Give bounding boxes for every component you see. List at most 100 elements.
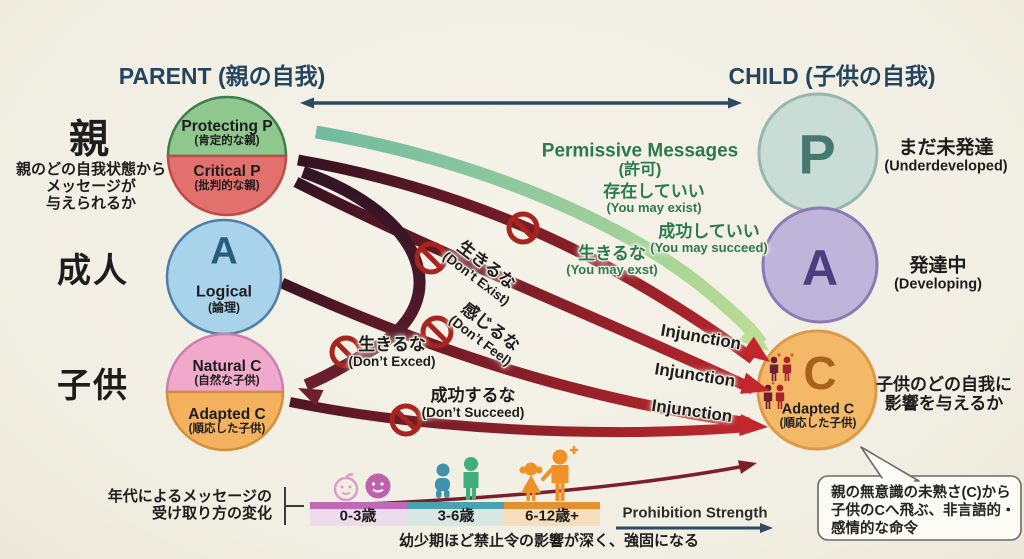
msg-exist-en: (You may exist) [606, 200, 702, 216]
speech-bubble-line2: 子供のCへ飛ぶ、非言語的・ [831, 503, 1016, 519]
protecting-p-sub: (肯定的な親) [194, 135, 260, 148]
injunction-ribbon-4 [289, 397, 749, 438]
inj-exced-jp: 生きるな [358, 334, 426, 354]
family-age-icons [519, 445, 579, 501]
child-p-letter: P [798, 122, 836, 186]
inj-succeed-en: (Don’t Succeed) [421, 404, 525, 420]
child-a-circle [761, 206, 879, 324]
adult-sub: (論理) [207, 300, 240, 315]
adult-kanji-label: 成人 [57, 251, 129, 290]
age-segment-label-0-3: 0-3歳 [339, 507, 377, 525]
timeline-bar [310, 502, 600, 526]
critical-p-title: Critical P [193, 162, 261, 180]
msg-exist-jp: 存在していい [603, 182, 705, 202]
msg-succeed-jp: 成功していい [658, 222, 760, 242]
natural-c-label: Natural C (自然な子供) [193, 358, 262, 388]
msg-exist-label: 存在していい (You may exist) [603, 182, 705, 216]
adult-title: Logical [195, 283, 253, 301]
adapted-c-right-sub: (順応した子供) [779, 417, 857, 430]
parent-c-circle [165, 332, 285, 452]
adapted-c-left-sub: (順応した子供) [188, 423, 266, 436]
speech-bubble-text: 親の無意識の未熟さ(C)から 子供のCへ飛ぶ、非言語的・ 感情的な命令 [831, 484, 1017, 538]
speech-bubble-line3: 感情的な命令 [831, 521, 918, 537]
msg-succeed-label: 成功していい (You may succeed) [650, 222, 768, 256]
child-influence-label: 子供のどの自我に 影響を与えるか [876, 375, 1012, 413]
natural-c-sub: (自然な子供) [194, 375, 260, 388]
prohibition-icon [414, 241, 448, 275]
prohibition-icon [420, 315, 454, 349]
adapted-c-right-title: Adapted C [781, 401, 855, 418]
injunction-loop-ribbon [301, 166, 426, 391]
inj-succeed-jp: 成功するな [430, 385, 516, 405]
underdeveloped-jp: まだ未発達 [898, 137, 994, 159]
underdeveloped-en: (Underdeveloped) [884, 158, 1008, 175]
speech-bubble [817, 446, 1022, 541]
permissive-title: Permissive Messages (許可) [542, 140, 738, 179]
critical-p-sub: (批判的な親) [194, 180, 260, 193]
parent-kanji-label: 親 [69, 117, 111, 162]
prohibition-icon [389, 403, 423, 437]
timeline-caption-line1: 年代によるメッセージの [107, 488, 272, 505]
underdeveloped-label: まだ未発達 (Underdeveloped) [884, 137, 1007, 175]
prohibition-icons [329, 211, 540, 437]
timeline-bracket [284, 487, 304, 525]
parent-description-line1: 親のどの自我状態から [15, 160, 167, 178]
developing-en: (Developing) [894, 276, 982, 293]
strength-arrowhead [737, 460, 757, 474]
injunction-ribbon-3 [279, 277, 750, 429]
child-title: CHILD (子供の自我) [728, 63, 936, 90]
injunction-arrowhead-3 [739, 414, 768, 437]
parent-description: 親のどの自我状態から メッセージが 与えられるか [15, 160, 167, 212]
permissive-title-jp: (許可) [618, 161, 662, 179]
strength-curve [367, 463, 751, 506]
toddler-child-icons [435, 457, 479, 500]
timeline-caption-line2: 受け取り方の変化 [151, 505, 272, 522]
protecting-p-label: Protecting P (肯定的な親) [181, 118, 272, 148]
arrowheads [298, 322, 770, 474]
baby-icons [333, 473, 391, 502]
injunction-ribbon-2 [293, 177, 756, 394]
permissive-title-en: Permissive Messages [541, 140, 739, 162]
prohibition-icon [506, 211, 540, 245]
critical-p-label: Critical P (批判的な親) [193, 163, 260, 193]
inj-succeed-label: 成功するな (Don’t Succeed) [422, 386, 525, 420]
parent-child-axis-arrow [300, 97, 742, 109]
msg-exst-en: (You may exst) [566, 262, 658, 278]
parent-description-line3: 与えられるか [45, 194, 137, 212]
ribbons [279, 125, 767, 506]
timeline-caption: 年代によるメッセージの 受け取り方の変化 [96, 488, 272, 522]
adult-logical-label: Logical (論理) [196, 283, 252, 314]
msg-exst-label: 生きるな (You may exst) [566, 244, 658, 278]
family-icons [763, 353, 794, 409]
inj-exced-label: 生きるな (Don’t Exced) [348, 335, 435, 369]
permissive-arrowhead [738, 322, 769, 351]
adult-a-letter: A [210, 230, 238, 273]
parent-title: PARENT (親の自我) [118, 63, 326, 90]
msg-exst-jp: 生きるな [578, 244, 646, 264]
permissive-ribbon [314, 125, 767, 347]
inj-exced-en: (Don’t Exced) [348, 353, 436, 369]
sparkle-icon [569, 445, 579, 455]
parent-description-line2: メッセージが [46, 177, 136, 195]
developing-jp: 発達中 [909, 255, 967, 277]
child-influence-line1: 子供のどの自我に [876, 374, 1012, 394]
prohibition-strength-arrow [616, 523, 773, 533]
injunction-arrowhead-1 [740, 336, 770, 362]
adapted-c-left-label: Adapted C (順応した子供) [188, 406, 266, 436]
child-a-letter: A [801, 240, 839, 296]
natural-c-title: Natural C [192, 357, 262, 375]
adapted-c-right-label: Adapted C (順応した子供) [780, 401, 857, 430]
injunction-arrowhead-2 [740, 372, 770, 394]
adapted-c-left-title: Adapted C [188, 405, 266, 423]
prohibition-strength-label: Prohibition Strength [622, 504, 768, 522]
child-kanji-label: 子供 [57, 366, 129, 405]
loop-arrowhead [298, 388, 324, 407]
child-c-letter: C [803, 347, 837, 400]
speech-bubble-line1: 親の無意識の未熟さ(C)から [831, 485, 1011, 501]
prohibition-icon [329, 335, 363, 369]
parent-p-circle [166, 95, 288, 217]
timeline-bottom-note: 幼少期ほど禁止令の影響が深く、強固になる [398, 532, 700, 550]
developing-label: 発達中 (Developing) [894, 255, 982, 293]
